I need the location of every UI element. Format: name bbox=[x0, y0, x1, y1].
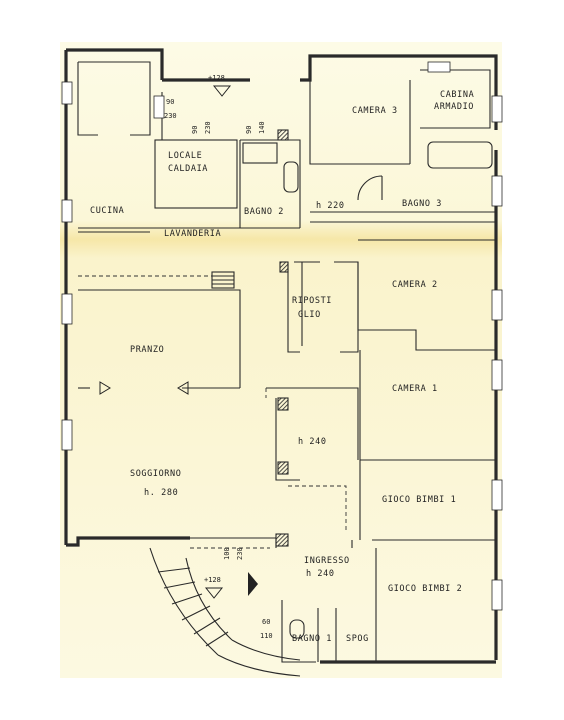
dim-100: 100 bbox=[223, 547, 231, 560]
label-pranzo: PRANZO bbox=[130, 345, 164, 355]
label-ripostiglio-2: GLIO bbox=[298, 310, 321, 320]
interior-walls bbox=[77, 61, 496, 677]
label-camera-2: CAMERA 2 bbox=[392, 280, 438, 290]
label-soggiorno: SOGGIORNO bbox=[130, 469, 181, 479]
dim-230b: 230 bbox=[204, 121, 212, 134]
label-h220: h 220 bbox=[316, 201, 345, 211]
pranzo-arrow-right bbox=[177, 381, 189, 395]
level-arrow-bottom bbox=[204, 587, 224, 599]
dim-110: 110 bbox=[260, 632, 273, 640]
dim-230: 230 bbox=[164, 112, 177, 120]
label-lavanderia: LAVANDERIA bbox=[164, 229, 221, 239]
label-camera-1: CAMERA 1 bbox=[392, 384, 438, 394]
level-top: +128 bbox=[208, 74, 225, 82]
label-h240-corridor: h 240 bbox=[298, 437, 327, 447]
dim-90b: 90 bbox=[191, 126, 199, 134]
label-bagno-1: BAGNO 1 bbox=[292, 634, 332, 644]
label-armadio: ARMADIO bbox=[434, 102, 474, 112]
level-bottom: +128 bbox=[204, 576, 221, 584]
label-cucina: CUCINA bbox=[90, 206, 124, 216]
label-ingresso: INGRESSO bbox=[304, 556, 350, 566]
dim-90c: 90 bbox=[245, 126, 253, 134]
label-h280: h. 280 bbox=[144, 488, 178, 498]
label-bagno-2: BAGNO 2 bbox=[244, 207, 284, 217]
label-h240-ingresso: h 240 bbox=[306, 569, 335, 579]
label-gioco-bimbi-1: GIOCO BIMBI 1 bbox=[382, 495, 456, 505]
label-gioco-bimbi-2: GIOCO BIMBI 2 bbox=[388, 584, 462, 594]
dim-230c: 230 bbox=[236, 547, 244, 560]
level-arrow-top bbox=[212, 85, 232, 97]
pranzo-arrow-left bbox=[99, 381, 111, 395]
label-camera-3: CAMERA 3 bbox=[352, 106, 398, 116]
dim-140: 140 bbox=[258, 121, 266, 134]
entrance-arrow bbox=[248, 572, 258, 596]
label-ripostiglio-1: RIPOSTI bbox=[292, 296, 332, 306]
label-locale: LOCALE bbox=[168, 151, 202, 161]
dim-90: 90 bbox=[166, 98, 174, 106]
label-bagno-3: BAGNO 3 bbox=[402, 199, 442, 209]
label-caldaia: CALDAIA bbox=[168, 164, 208, 174]
dim-60: 60 bbox=[262, 618, 270, 626]
label-spog: SPOG bbox=[346, 634, 369, 644]
dashed-lines bbox=[78, 275, 347, 549]
windows bbox=[61, 61, 503, 611]
label-cabina: CABINA bbox=[440, 90, 474, 100]
